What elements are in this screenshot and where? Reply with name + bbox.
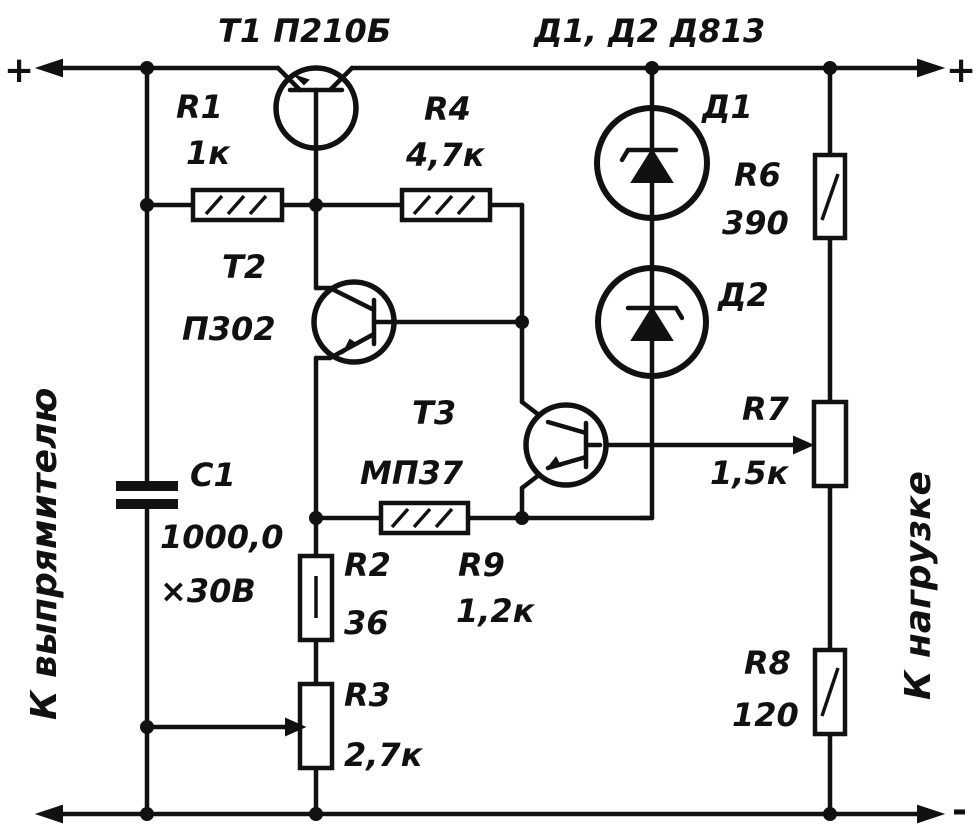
capacitor-c1 — [116, 481, 178, 509]
t2-type: П302 — [182, 310, 276, 348]
r1-value: 1к — [186, 134, 231, 172]
zener-diode-d2 — [595, 265, 709, 379]
polarity-bottom-right: - — [952, 790, 967, 831]
left-side-label: К выпрямителю — [24, 388, 65, 720]
r4-name: R4 — [424, 90, 471, 128]
junction-dot — [309, 198, 323, 212]
d1-name: Д1 — [701, 88, 753, 126]
r7-wiper-arrow — [793, 435, 815, 455]
r8-name: R8 — [744, 644, 791, 682]
junction-dot — [515, 511, 529, 525]
polarity-top-left: + — [4, 50, 34, 91]
r2-name: R2 — [344, 546, 391, 584]
t1-title: T1 П210Б — [218, 12, 391, 50]
c1-name: C1 — [190, 456, 236, 494]
t3-type: МП37 — [360, 454, 464, 492]
junction-dot — [140, 720, 154, 734]
t2-name: T2 — [222, 248, 266, 286]
r2-value: 36 — [344, 604, 389, 642]
r1-name: R1 — [176, 88, 223, 126]
resistor-r2 — [297, 553, 335, 643]
terminal-arrows — [34, 58, 946, 824]
zener-diode-d1 — [594, 105, 710, 221]
r9-name: R9 — [458, 546, 505, 584]
r4-value: 4,7к — [405, 136, 486, 174]
junction-dot — [823, 807, 837, 821]
wires — [42, 65, 938, 817]
t3-name: T3 — [412, 394, 456, 432]
junction-dot — [823, 61, 837, 75]
junction-dot — [645, 61, 659, 75]
left-top-arrow — [34, 58, 63, 78]
right-side-label: К нагрузке — [898, 471, 939, 700]
r9-value: 1,2к — [456, 592, 536, 630]
transistor-t1 — [273, 65, 359, 151]
r6-value: 390 — [722, 204, 789, 242]
transistor-t2 — [311, 279, 399, 365]
resistor-r1 — [190, 187, 285, 223]
junction-dot — [309, 807, 323, 821]
r3-name: R3 — [344, 676, 391, 714]
c1-voltage: ×30В — [160, 572, 256, 610]
junction-dot — [140, 198, 154, 212]
diodes-title: Д1, Д2 Д813 — [533, 12, 765, 50]
resistor-r9 — [378, 500, 471, 536]
transistor-t3 — [523, 402, 609, 488]
junction-dot — [515, 315, 529, 329]
resistor-r6 — [812, 152, 848, 241]
junction-dot — [309, 511, 323, 525]
right-top-arrow — [917, 58, 946, 78]
r8-value: 120 — [732, 696, 799, 734]
potentiometer-r3 — [285, 681, 335, 771]
r7-name: R7 — [742, 390, 790, 428]
potentiometer-r7 — [811, 399, 849, 489]
junction-dot — [140, 807, 154, 821]
junction-dot — [140, 61, 154, 75]
right-bottom-arrow — [917, 804, 946, 824]
r3-value: 2,7к — [344, 736, 424, 774]
r7-value: 1,5к — [710, 454, 790, 492]
resistor-r8 — [812, 647, 848, 737]
polarity-top-right: + — [946, 50, 976, 91]
junctions — [140, 61, 837, 821]
left-bottom-arrow — [34, 804, 63, 824]
c1-value: 1000,0 — [160, 518, 283, 556]
r6-name: R6 — [734, 156, 781, 194]
resistor-r4 — [399, 187, 493, 223]
d2-name: Д2 — [717, 276, 769, 314]
